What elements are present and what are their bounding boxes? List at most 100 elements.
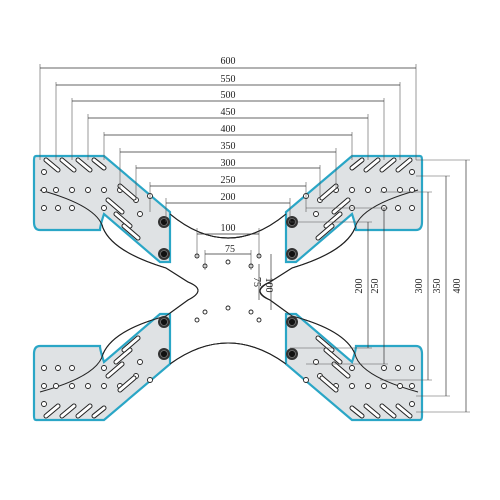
- hole-icon: [69, 365, 75, 371]
- slot-icon: [122, 336, 140, 352]
- slot-icon: [396, 158, 412, 172]
- bolt-head: [288, 318, 296, 326]
- slot-icon: [92, 406, 106, 418]
- hole-icon: [202, 309, 208, 315]
- dim-center-100: 100: [221, 223, 236, 234]
- bolt-head: [288, 350, 296, 358]
- hole-icon: [256, 317, 262, 323]
- hole-icon: [53, 383, 59, 389]
- hole-icon: [349, 187, 355, 193]
- hole-icon: [303, 377, 309, 383]
- slot-icon: [320, 376, 338, 392]
- hole-icon: [409, 401, 415, 407]
- dim-550: 550: [221, 74, 236, 85]
- dim-center-100-v: 100: [263, 278, 274, 293]
- slot-icon: [324, 348, 342, 364]
- hole-icon: [365, 187, 371, 193]
- hole-icon: [248, 309, 254, 315]
- slot-icon: [380, 158, 396, 172]
- dim-center-75-v: 75: [251, 277, 262, 287]
- slot-icon: [364, 158, 380, 172]
- hole-icon: [397, 383, 403, 389]
- hole-icon: [409, 383, 415, 389]
- slot-icon: [396, 404, 412, 418]
- slot-icon: [60, 404, 76, 418]
- slot-icon: [118, 376, 136, 392]
- bolt-head: [288, 250, 296, 258]
- hole-icon: [53, 187, 59, 193]
- hole-icon: [349, 365, 355, 371]
- slot-icon: [114, 348, 132, 364]
- slot-icon: [106, 198, 124, 214]
- hole-icon: [137, 211, 143, 217]
- hole-icon: [55, 365, 61, 371]
- hole-icon: [69, 187, 75, 193]
- plate-inner-edge: [39, 189, 419, 393]
- slot-icon: [324, 212, 342, 228]
- hole-icon: [313, 359, 319, 365]
- slot-icon: [44, 158, 60, 172]
- dim-v-250: 250: [370, 279, 381, 294]
- horizontal-dimensions: 600 550 500 450 400 350 300 250 200: [39, 56, 417, 222]
- hole-icon: [101, 383, 107, 389]
- slot-icon: [320, 184, 338, 200]
- hole-icon: [85, 187, 91, 193]
- bolt-head: [160, 218, 168, 226]
- slot-icon: [350, 158, 364, 170]
- hole-icon: [41, 187, 47, 193]
- slot-icon: [114, 212, 132, 228]
- hole-icon: [395, 365, 401, 371]
- dim-400: 400: [221, 124, 236, 135]
- hole-icon: [41, 401, 47, 407]
- hole-icon: [147, 377, 153, 383]
- hole-icon: [409, 187, 415, 193]
- slot-icon: [92, 158, 106, 170]
- slot-icon: [60, 158, 76, 172]
- hole-icon: [381, 187, 387, 193]
- vertical-dimensions: 200 250 300 350 400: [290, 159, 470, 413]
- slot-icon: [76, 404, 92, 418]
- center-dimensions: 100 75 75 100: [196, 223, 274, 310]
- hole-icon: [397, 187, 403, 193]
- hole-icon: [85, 383, 91, 389]
- slot-icon: [332, 362, 350, 378]
- hole-icon: [41, 169, 47, 175]
- hole-icon: [41, 365, 47, 371]
- hole-icon: [409, 365, 415, 371]
- dim-450: 450: [221, 107, 236, 118]
- hole-icon: [349, 383, 355, 389]
- hole-icon: [55, 205, 61, 211]
- slot-icon: [106, 362, 124, 378]
- hole-icon: [365, 383, 371, 389]
- slot-icon: [44, 404, 60, 418]
- dim-600: 600: [221, 56, 236, 67]
- bolts-layer: [158, 216, 298, 360]
- dim-250: 250: [221, 175, 236, 186]
- hole-icon: [381, 365, 387, 371]
- dim-center-75-h: 75: [225, 244, 235, 255]
- hole-icon: [381, 383, 387, 389]
- slot-icon: [122, 224, 140, 240]
- hole-icon: [41, 383, 47, 389]
- hole-icon: [194, 317, 200, 323]
- slot-icon: [332, 198, 350, 214]
- dim-350: 350: [221, 141, 236, 152]
- slot-icon: [118, 184, 136, 200]
- bolt-head: [160, 250, 168, 258]
- hole-icon: [409, 205, 415, 211]
- hole-icon: [69, 205, 75, 211]
- slots-layer: [43, 157, 413, 419]
- hole-icon: [101, 187, 107, 193]
- hole-icon: [395, 205, 401, 211]
- bolt-head: [160, 318, 168, 326]
- dim-200: 200: [221, 192, 236, 203]
- dim-300: 300: [221, 158, 236, 169]
- slot-icon: [364, 404, 380, 418]
- hole-icon: [409, 169, 415, 175]
- hole-icon: [137, 359, 143, 365]
- hole-icon: [313, 211, 319, 217]
- hole-icon: [41, 205, 47, 211]
- slot-icon: [350, 406, 364, 418]
